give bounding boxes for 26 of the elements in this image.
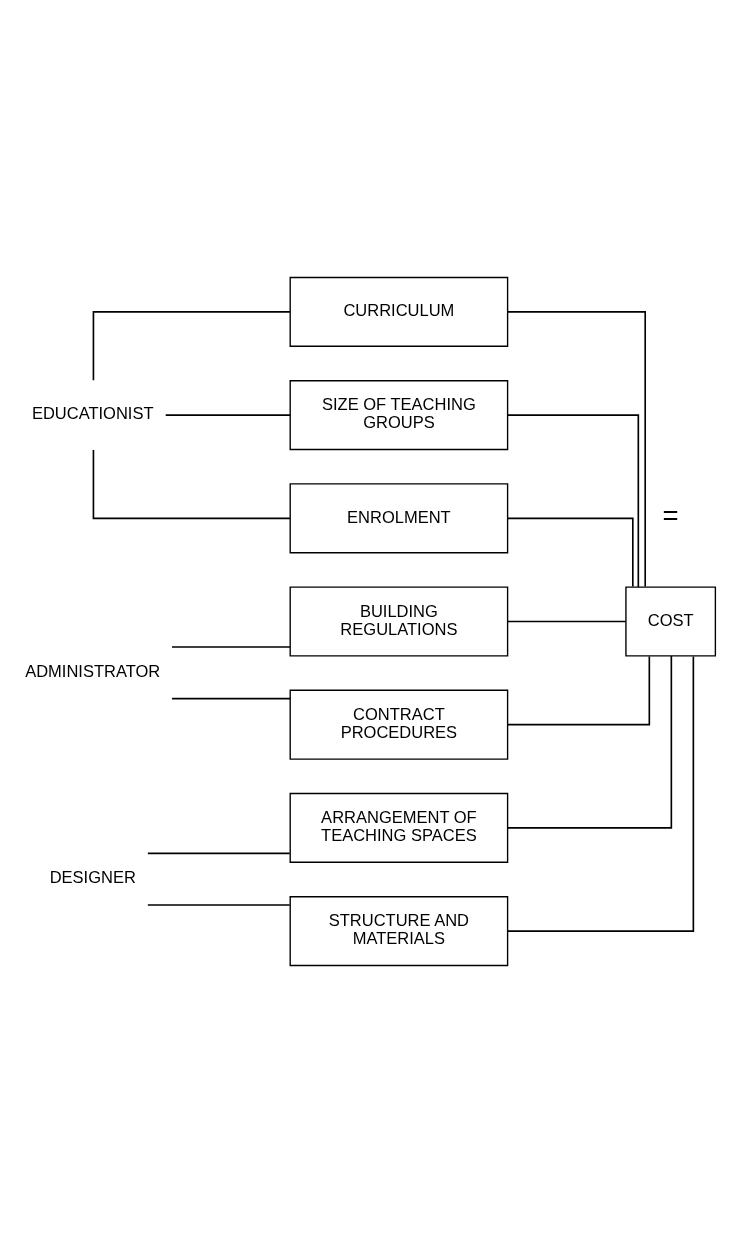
connector	[506, 655, 651, 726]
node-box: COST	[625, 586, 717, 657]
node-text: DESIGNER	[49, 868, 136, 887]
connector	[171, 646, 291, 648]
connector	[506, 311, 647, 588]
connector	[164, 414, 291, 416]
connector	[147, 852, 291, 855]
node-text: EDUCATIONIST	[31, 404, 154, 423]
node-box: BUILDING REGULATIONS	[289, 586, 509, 657]
node-box: ENROLMENT	[289, 483, 509, 554]
connector	[92, 449, 291, 520]
node-box: STRUCTURE AND MATERIALS	[289, 896, 509, 967]
connector	[147, 904, 291, 906]
node-box: SIZE OF TEACHING GROUPS	[289, 380, 509, 451]
connector	[92, 311, 291, 381]
node-box: ARRANGEMENT OF TEACHING SPACES	[289, 792, 509, 863]
connector	[506, 517, 634, 588]
connector	[507, 620, 627, 623]
connector	[506, 655, 695, 932]
connector	[506, 655, 673, 829]
connector	[171, 697, 291, 700]
node-box: CURRICULUM	[289, 276, 509, 347]
label: =	[662, 500, 679, 532]
connector	[506, 414, 640, 588]
node-box: CONTRACT PROCEDURES	[289, 689, 509, 760]
node-text: ADMINISTRATOR	[25, 661, 161, 680]
